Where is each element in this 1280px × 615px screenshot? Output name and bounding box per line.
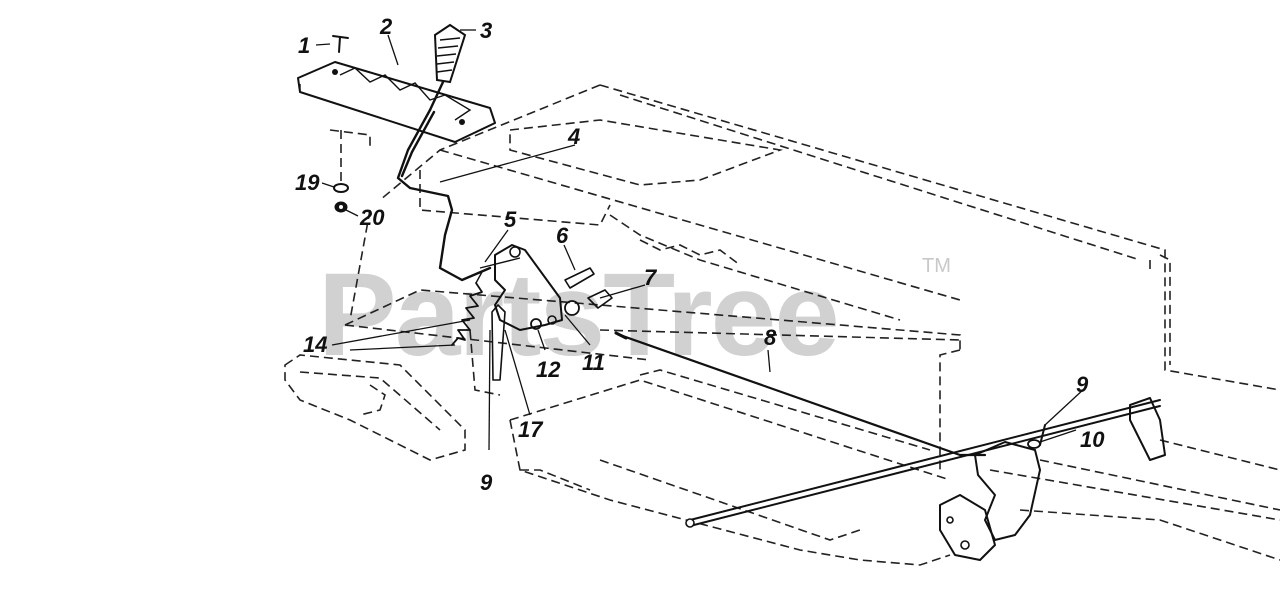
callout-19: 19 (295, 170, 320, 195)
leader-lines (315, 29, 1086, 451)
callout-17: 17 (518, 417, 544, 442)
plate-hole (332, 69, 338, 75)
cross-shaft (685, 399, 1161, 528)
pivot-hole (547, 315, 557, 325)
pivot-hole (509, 246, 521, 258)
right-bracket (939, 397, 1166, 561)
chassis-outline (284, 84, 1280, 566)
screw-1 (332, 35, 349, 53)
callout-9-left: 9 (480, 470, 493, 495)
callout-7: 7 (644, 265, 658, 290)
callout-5: 5 (504, 207, 517, 232)
callout-8: 8 (764, 325, 777, 350)
callout-14: 14 (303, 332, 327, 357)
callout-9-right: 9 (1076, 372, 1089, 397)
watermark-text: PartsTree (318, 249, 838, 381)
link-17 (491, 304, 506, 381)
spring (451, 271, 483, 346)
washer (564, 300, 580, 316)
callout-labels: 1 2 3 4 5 6 7 8 9 9 10 11 12 14 17 19 20 (295, 14, 1105, 495)
plate-hole (459, 119, 465, 125)
nut (530, 318, 542, 330)
callout-11: 11 (582, 350, 605, 375)
callout-12: 12 (536, 357, 561, 382)
watermark-trademark: TM (922, 255, 951, 277)
nut-hole (339, 205, 343, 209)
bracket-hole (946, 516, 954, 524)
callout-20: 20 (359, 205, 385, 230)
washers-19-20 (333, 130, 349, 213)
shift-lever (396, 108, 492, 282)
callout-4: 4 (567, 124, 580, 149)
washer-10 (1027, 439, 1041, 449)
callout-3: 3 (480, 18, 492, 43)
watermark: PartsTree TM (318, 249, 951, 381)
bracket-hole (960, 540, 970, 550)
shift-knob (428, 23, 467, 112)
shift-plate (297, 61, 496, 143)
callout-1: 1 (298, 33, 310, 58)
callout-2: 2 (379, 14, 393, 39)
callout-6: 6 (556, 223, 569, 248)
hardware (530, 267, 613, 330)
callout-10: 10 (1080, 427, 1105, 452)
washer-19 (333, 183, 349, 193)
